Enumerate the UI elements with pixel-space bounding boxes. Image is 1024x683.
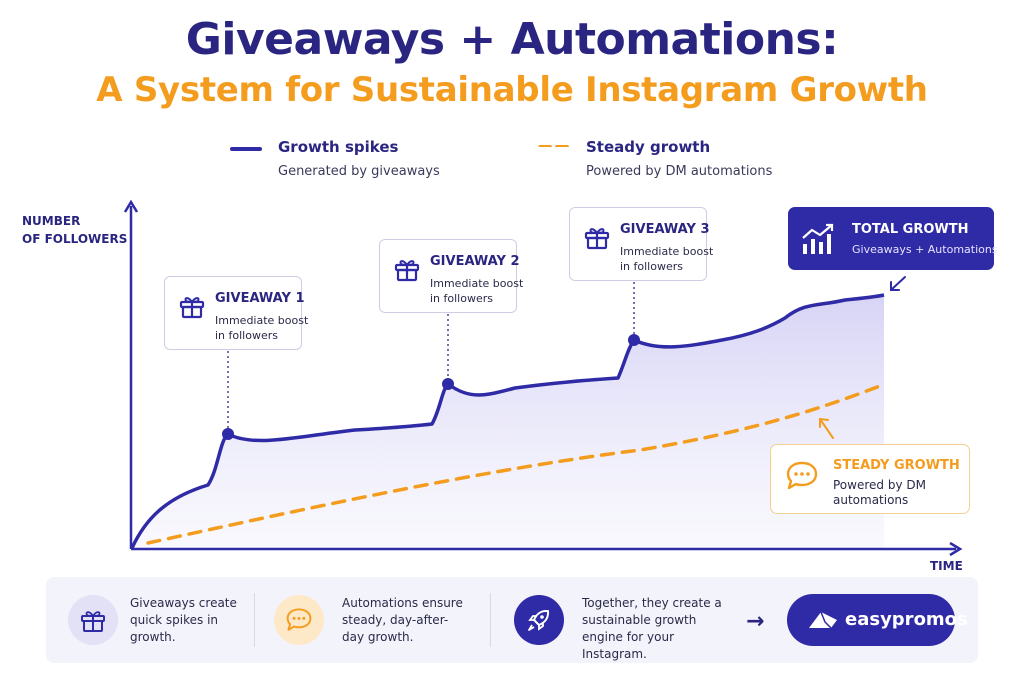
giveaway-2-card: GIVEAWAY 2 Immediate boost in followers (379, 239, 523, 313)
summary-divider (490, 593, 491, 647)
rocket-icon (528, 610, 549, 631)
page-title: Giveaways + Automations: (185, 14, 839, 65)
page-subtitle: A System for Sustainable Instagram Growt… (96, 70, 928, 110)
x-axis-arrowhead (949, 541, 963, 557)
summary-bar: Giveaways create quick spikes in growth.… (46, 577, 978, 663)
legend-steady-title: Steady growth (586, 138, 711, 156)
steady-growth-desc: Powered by DM automations (833, 478, 926, 507)
x-axis-label: TIME (930, 559, 963, 573)
giveaway-1-desc: Immediate boost in followers (215, 314, 309, 342)
gift-icon (394, 260, 420, 282)
total-growth-title: TOTAL GROWTH (852, 222, 969, 237)
legend-spikes-sub: Generated by giveaways (278, 164, 440, 179)
summary-together-text: Together, they create a sustainable grow… (582, 596, 722, 661)
gift-icon (584, 228, 610, 250)
summary-automations-text: Automations ensure steady, day-after-day… (342, 596, 463, 644)
giveaway-1-card: GIVEAWAY 1 Immediate boost in followers (164, 276, 308, 350)
arrow-right-icon: → (746, 609, 765, 634)
summary-gift-circle (68, 595, 118, 645)
easypromos-logo-icon (809, 611, 837, 629)
chat-bubble-icon (286, 608, 312, 631)
total-growth-arrow (890, 276, 906, 291)
y-axis-label-line1: NUMBER (22, 214, 81, 228)
legend-spikes-title: Growth spikes (278, 138, 399, 156)
y-axis-arrowhead (123, 199, 139, 213)
summary-chat-circle (274, 595, 324, 645)
legend-solid-line (230, 147, 262, 151)
summary-rocket-circle (514, 595, 564, 645)
giveaway-2-desc: Immediate boost in followers (430, 277, 524, 305)
y-axis-label: NUMBER OF FOLLOWERS (22, 212, 127, 248)
steady-growth-arrow (819, 417, 834, 439)
steady-growth-line (146, 384, 882, 545)
steady-growth-card: STEADY GROWTH Powered by DM automations (770, 444, 970, 514)
chat-bubble-icon (786, 461, 818, 490)
bar-chart-icon (802, 223, 834, 254)
gift-icon (81, 611, 105, 632)
total-growth-card: TOTAL GROWTH Giveaways + Automations (788, 207, 998, 270)
giveaway2-dot (442, 378, 454, 390)
giveaway-3-card: GIVEAWAY 3 Immediate boost in followers (569, 207, 713, 281)
steady-growth-title: STEADY GROWTH (833, 458, 960, 473)
easypromos-logo[interactable]: easypromos (787, 594, 968, 646)
giveaway-1-title: GIVEAWAY 1 (215, 291, 305, 306)
legend-steady-sub: Powered by DM automations (586, 164, 773, 179)
giveaway1-dot (222, 428, 234, 440)
gift-icon (179, 297, 205, 319)
giveaway-3-desc: Immediate boost in followers (620, 245, 714, 273)
giveaway-3-title: GIVEAWAY 3 (620, 222, 710, 237)
growth-area (132, 295, 884, 548)
giveaway-2-title: GIVEAWAY 2 (430, 254, 520, 269)
summary-divider (254, 593, 255, 647)
summary-giveaways-text: Giveaways create quick spikes in growth. (130, 596, 237, 644)
giveaway3-dot (628, 334, 640, 346)
easypromos-brand-name: easypromos (845, 609, 968, 630)
total-growth-sub: Giveaways + Automations (852, 243, 998, 256)
y-axis-label-line2: OF FOLLOWERS (22, 232, 128, 246)
